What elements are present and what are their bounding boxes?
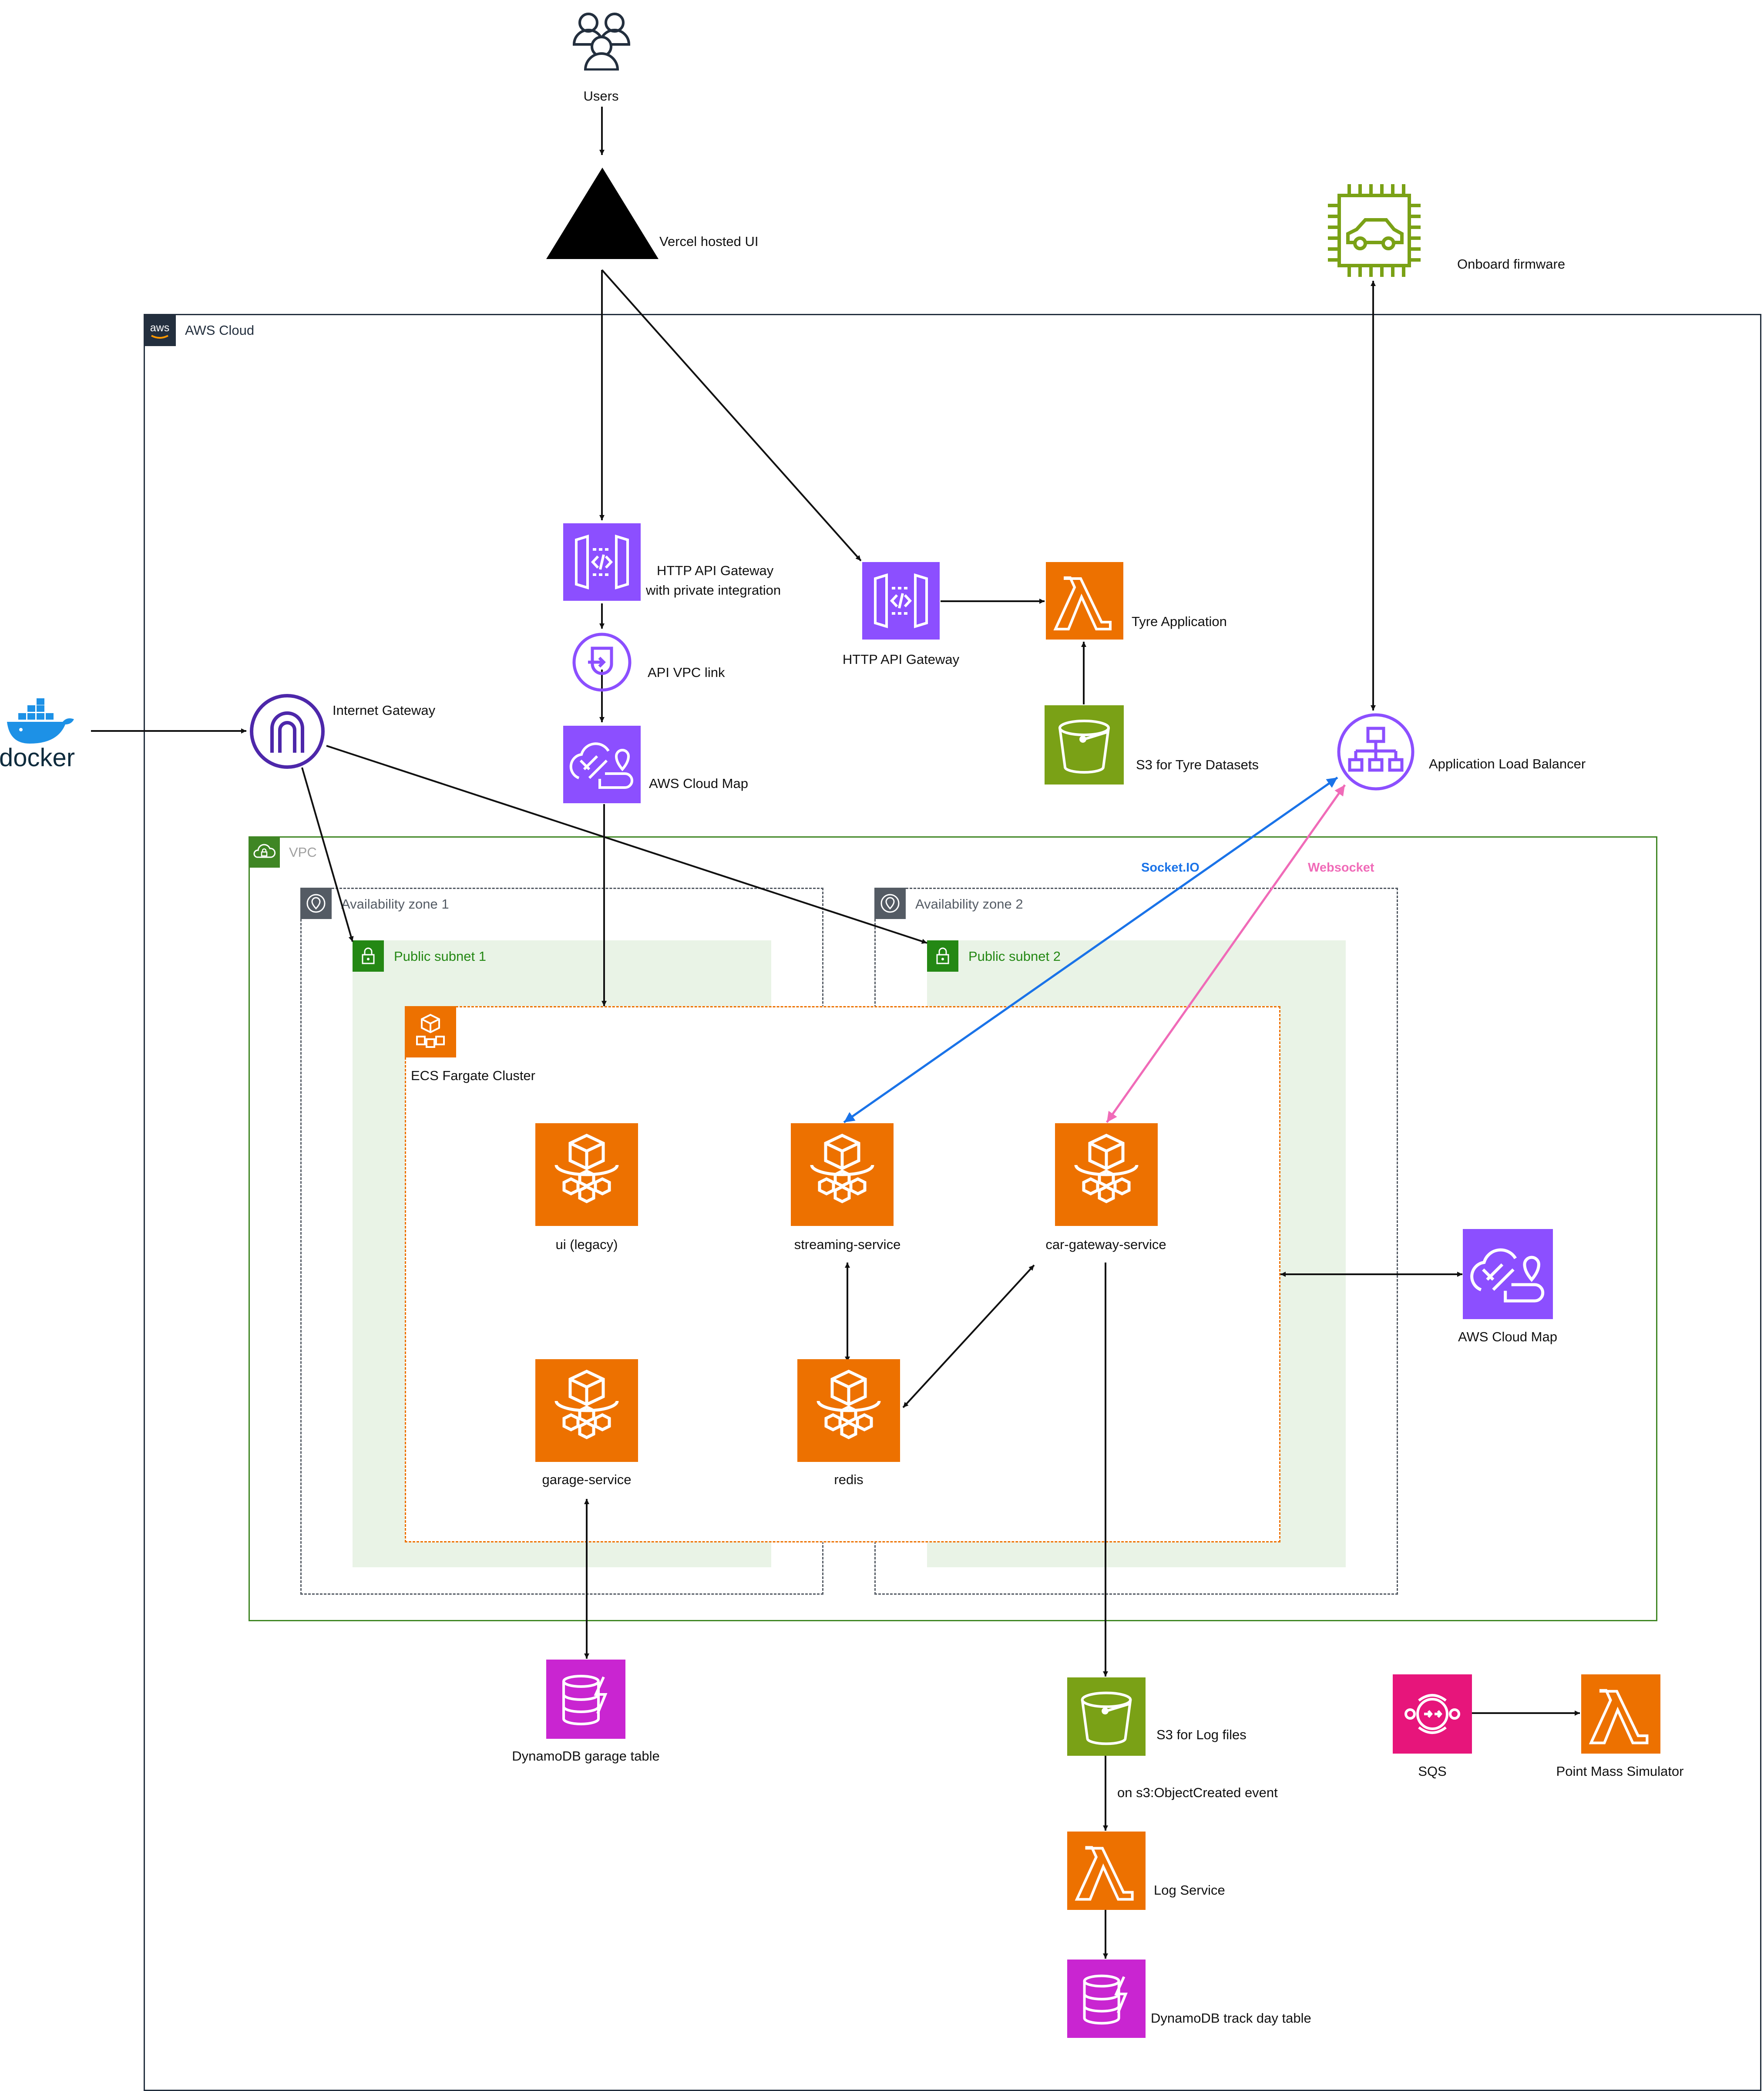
igw-label: Internet Gateway [333,703,436,718]
redis-label: redis [834,1472,864,1487]
vercel-label: Vercel hosted UI [659,234,759,249]
fargate-container-icon [535,1359,638,1462]
cluster-label: ECS Fargate Cluster [411,1068,535,1083]
triangle-icon [546,168,659,259]
location-pin-icon [300,888,332,919]
s3-logs-label: S3 for Log files [1156,1727,1247,1742]
edge-cargateway-redis [902,1264,1035,1408]
edge-igw-subnet2 [326,745,927,944]
s3-bucket-icon [1045,705,1124,785]
subnet1-label: Public subnet 1 [394,949,486,964]
dynamodb-icon [1067,1960,1146,2038]
docker-label: docker [0,744,75,772]
vpc-label: VPC [289,845,317,860]
pms-label: Point Mass Simulator [1556,1764,1684,1779]
docker-whale-icon [3,698,77,747]
sqs-label: SQS [1418,1764,1447,1779]
users-icon [569,5,634,71]
firmware-label: Onboard firmware [1457,256,1566,272]
svg-text:aws: aws [150,322,169,334]
lambda-icon [1067,1832,1146,1910]
garage-service-label: garage-service [542,1472,632,1487]
cloud-map-icon [563,726,641,803]
edge-vercel-http-api [601,269,862,562]
edge-igw-subnet1 [301,767,354,942]
lambda-icon [1046,562,1123,640]
internet-gateway-icon [249,693,326,770]
ecs-cluster-icon [405,1006,456,1057]
cloud-lock-icon [249,836,280,868]
fargate-container-icon [535,1123,638,1226]
car-gateway-service-label: car-gateway-service [1045,1237,1166,1252]
cloud-map-right-label: AWS Cloud Map [1458,1329,1557,1344]
s3-event-label: on s3:ObjectCreated event [1117,1785,1278,1800]
api-gateway-icon [563,523,641,601]
dynamo-track-label: DynamoDB track day table [1151,2010,1311,2026]
s3-tyre-label: S3 for Tyre Datasets [1136,757,1259,772]
car-chip-icon [1325,182,1423,279]
edge-socketio [843,776,1338,1124]
dynamo-garage-label: DynamoDB garage table [512,1748,660,1764]
load-balancer-icon [1336,712,1416,792]
private-api-label-line2: with private integration [646,583,781,598]
vpc-link-icon [571,631,633,694]
lambda-icon [1581,1674,1660,1754]
private-api-label-line1: HTTP API Gateway [657,563,774,578]
aws-cloud-label: AWS Cloud [185,323,255,338]
cloud-map-top-label: AWS Cloud Map [649,776,748,791]
aws-cloud-group [144,314,1761,2091]
alb-label: Application Load Balancer [1429,756,1586,771]
sqs-icon [1393,1674,1472,1754]
socketio-label: Socket.IO [1141,861,1200,875]
edge-websocket [1105,784,1346,1123]
fargate-container-icon [1055,1123,1158,1226]
dynamodb-icon [546,1660,625,1739]
api-gateway-icon [862,562,940,640]
fargate-container-icon [791,1123,894,1226]
padlock-icon [353,940,384,972]
tyre-app-label: Tyre Application [1132,614,1227,629]
az1-label: Availability zone 1 [341,896,449,912]
http-api-label: HTTP API Gateway [842,652,960,667]
s3-bucket-icon [1067,1677,1146,1756]
users-label: Users [583,88,619,104]
cloud-map-icon [1463,1229,1553,1319]
websocket-label: Websocket [1308,861,1374,875]
aws-logo-icon: aws [144,314,176,346]
fargate-container-icon [797,1359,900,1462]
vpc-link-label: API VPC link [648,665,725,680]
ui-legacy-label: ui (legacy) [555,1237,618,1252]
log-service-label: Log Service [1154,1882,1225,1898]
streaming-service-label: streaming-service [794,1237,901,1252]
